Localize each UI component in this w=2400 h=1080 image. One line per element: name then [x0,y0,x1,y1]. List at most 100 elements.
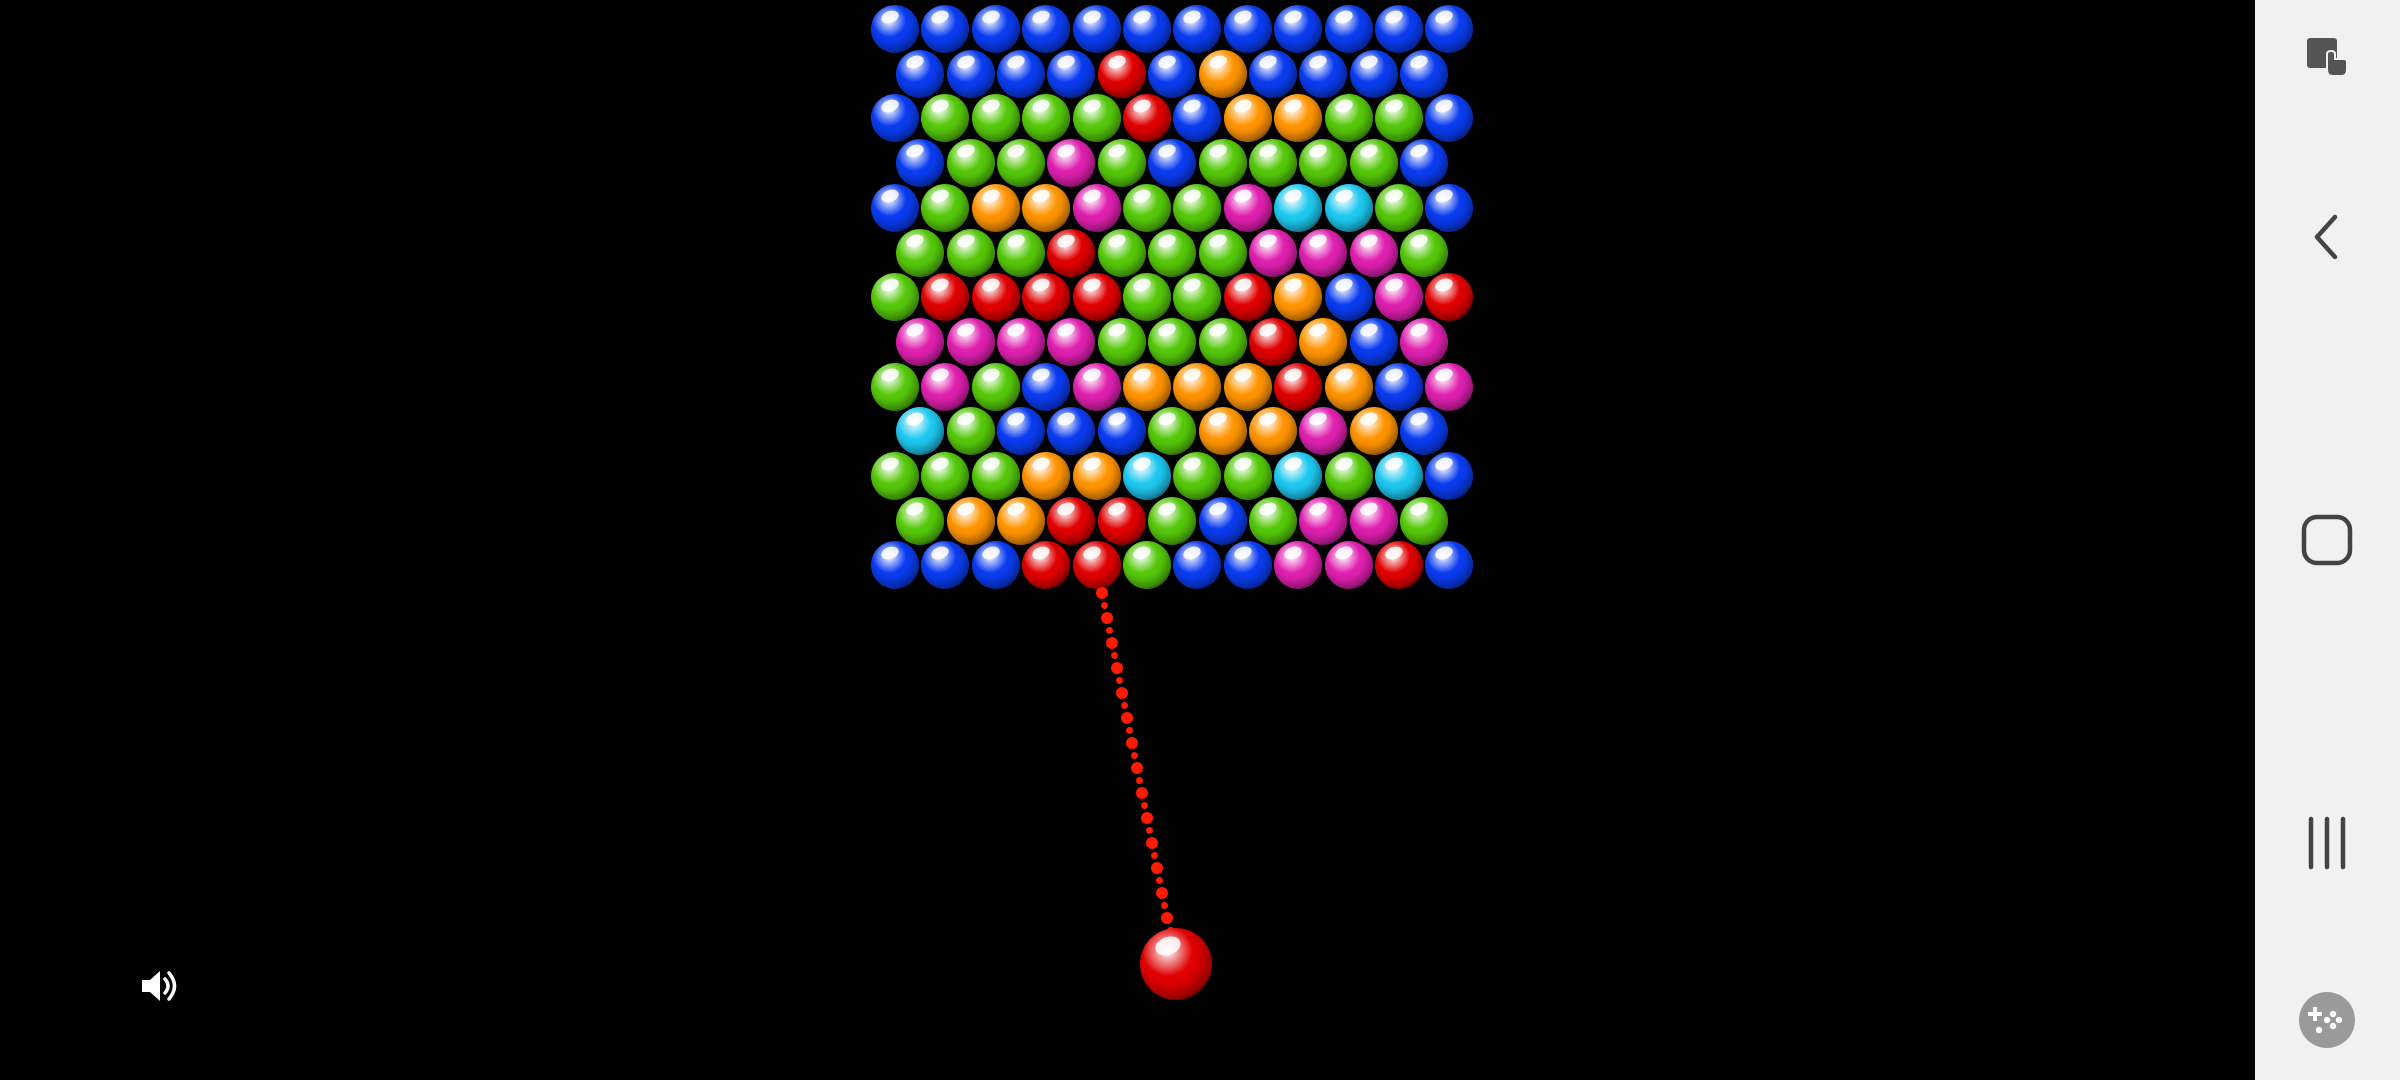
blue-bubble [1425,183,1474,232]
game-area[interactable] [0,0,2255,1080]
aim-dot [1141,801,1149,809]
green-bubble [1148,496,1197,545]
orange-bubble [1223,94,1272,143]
orange-bubble [1324,362,1373,411]
green-bubble [997,228,1045,277]
cyan-bubble [1274,452,1323,500]
red-bubble [1249,317,1297,366]
aim-dot [1161,901,1169,909]
sound-button[interactable] [136,962,184,1010]
orange-bubble [1249,407,1297,456]
blue-bubble [1173,94,1222,143]
green-bubble [1375,183,1423,232]
blue-bubble [1375,5,1423,53]
blue-bubble [1324,273,1373,322]
green-bubble [971,94,1020,143]
pink-bubble [1299,496,1348,545]
blue-bubble [971,5,1020,53]
green-bubble [921,452,970,500]
green-bubble [997,139,1045,188]
aim-dot [1121,711,1134,724]
recents-button[interactable] [2287,803,2367,883]
orange-bubble [1274,94,1323,143]
green-bubble [1324,452,1373,500]
orange-bubble [1198,407,1247,456]
blue-bubble [921,541,970,590]
orange-bubble [971,183,1020,232]
orange-bubble [1022,183,1071,232]
green-bubble [1324,94,1373,143]
blue-bubble [1400,49,1449,98]
green-bubble [1123,541,1171,590]
blue-bubble [1047,407,1096,456]
orange-bubble [1072,452,1121,500]
blue-bubble [871,5,919,53]
blue-bubble [997,49,1045,98]
pink-bubble [1349,228,1398,277]
green-bubble [1249,496,1297,545]
green-bubble [1097,139,1146,188]
green-bubble [871,273,919,322]
green-bubble [1198,317,1247,366]
speaker-icon [142,971,177,1001]
green-bubble [1022,94,1071,143]
screenshot-button[interactable] [2287,16,2367,96]
red-bubble [1274,362,1323,411]
pink-bubble [946,317,995,366]
aim-dot [1126,736,1139,749]
orange-bubble [1198,49,1247,98]
red-bubble [1223,273,1272,322]
green-bubble [1299,139,1348,188]
pink-bubble [1047,317,1096,366]
blue-bubble [1148,49,1197,98]
red-bubble [1123,94,1171,143]
back-button[interactable] [2287,197,2367,277]
blue-bubble [1400,139,1449,188]
aim-dot [1106,626,1114,634]
aim-dot [1146,826,1154,834]
aim-dot [1101,601,1109,609]
blue-bubble [1299,49,1348,98]
green-bubble [946,139,995,188]
green-bubble [1400,228,1449,277]
blue-bubble [871,541,919,590]
orange-bubble [1274,273,1323,322]
aim-dot [1156,876,1164,884]
red-bubble [1022,541,1071,590]
pink-bubble [997,317,1045,366]
blue-bubble [1324,5,1373,53]
blue-bubble [1274,5,1323,53]
shooter-bubble[interactable] [1140,928,1212,1000]
blue-bubble [896,49,945,98]
home-button[interactable] [2287,500,2367,580]
pink-bubble [1299,407,1348,456]
orange-bubble [1349,407,1398,456]
blue-bubble [1097,407,1146,456]
aim-dot [1131,751,1139,759]
game-tools-button[interactable] [2287,980,2367,1060]
recents-lines-icon [2308,816,2346,870]
green-bubble [1375,94,1423,143]
green-bubble [946,228,995,277]
aim-dot [1116,676,1124,684]
aim-dot [1096,587,1108,599]
orange-bubble [1299,317,1348,366]
aim-dot [1101,611,1114,624]
aim-dot [1111,661,1124,674]
blue-bubble [1022,5,1071,53]
green-bubble [1349,139,1398,188]
green-bubble [1097,228,1146,277]
green-bubble [946,407,995,456]
green-bubble [971,362,1020,411]
bubble-grid[interactable] [0,0,2255,1080]
blue-bubble [871,183,919,232]
green-bubble [1223,452,1272,500]
green-bubble [1148,228,1197,277]
pink-bubble [1425,362,1474,411]
blue-bubble [1375,362,1423,411]
green-bubble [1072,94,1121,143]
blue-bubble [1072,5,1121,53]
red-bubble [1047,496,1096,545]
aim-dot [1141,811,1154,824]
red-bubble [1425,273,1474,322]
